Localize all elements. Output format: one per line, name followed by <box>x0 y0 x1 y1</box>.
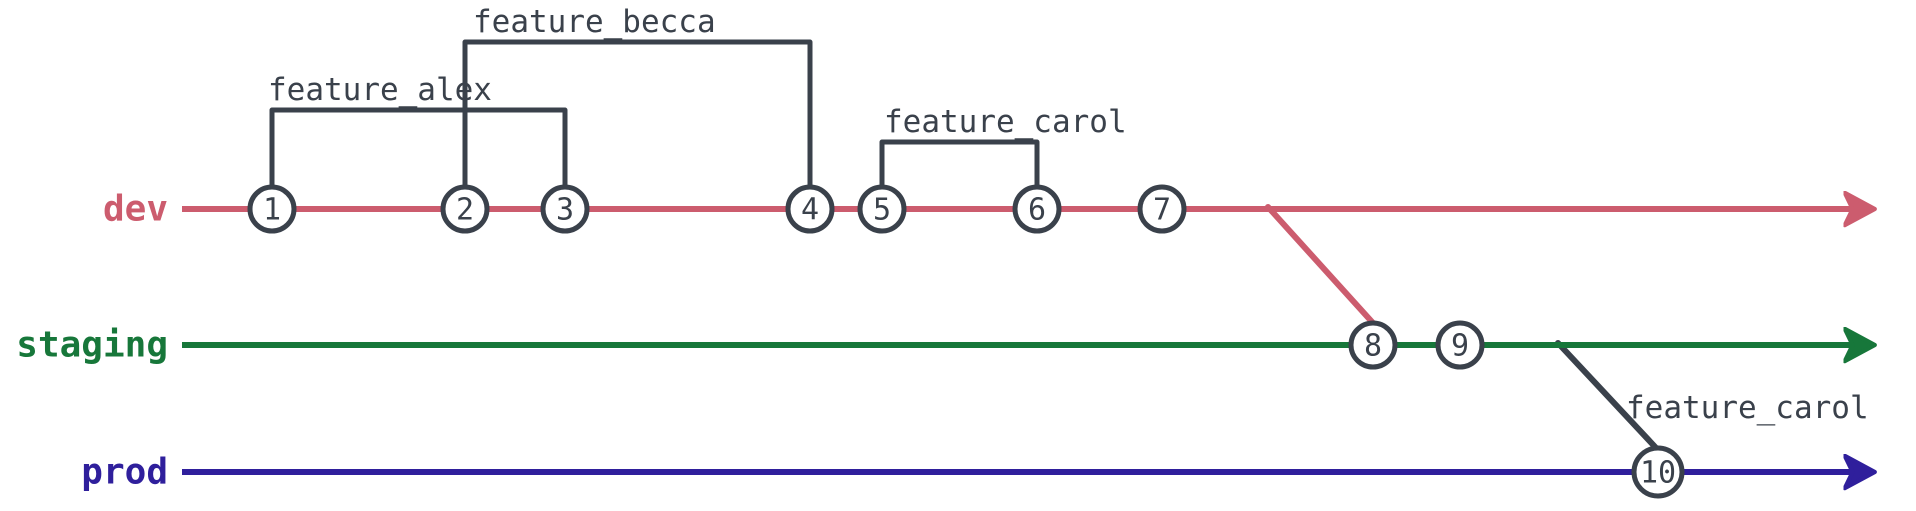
merge-line-staging-to-prod-merge <box>1555 340 1661 453</box>
commit-circle-c5[interactable] <box>857 184 907 234</box>
commit-label-c9: 9 <box>1451 329 1469 364</box>
feature-bracket-feature_becca: feature_becca <box>462 4 813 190</box>
commit-node-c8[interactable]: 8 <box>1348 320 1398 370</box>
commit-label-c3: 3 <box>556 193 574 228</box>
merge-label-staging-to-prod-merge: feature_carol <box>1626 390 1869 426</box>
commit-label-c5: 5 <box>873 193 891 228</box>
feature-bracket-layer: feature_alex feature_becca feature_carol <box>268 4 1127 190</box>
branch-name-prod: prod <box>81 452 168 493</box>
branch-staging[interactable]: staging <box>16 325 1870 366</box>
commit-node-layer: 1 2 3 4 5 6 7 8 9 10 <box>247 184 1685 499</box>
bracket-path-feature_becca <box>462 39 813 190</box>
commit-circle-c6[interactable] <box>1012 184 1062 234</box>
merge-line-dev-to-staging-merge <box>1265 204 1376 326</box>
commit-circle-c1[interactable] <box>247 184 297 234</box>
commit-node-c1[interactable]: 1 <box>247 184 297 234</box>
commit-label-c10: 10 <box>1640 456 1676 491</box>
feature-label-feature_carol_dev: feature_carol <box>884 104 1127 140</box>
commit-circle-c7[interactable] <box>1137 184 1187 234</box>
branch-name-staging: staging <box>16 325 168 366</box>
merge-edge-staging-to-prod-merge: feature_carol <box>1555 340 1869 453</box>
commit-circle-c10[interactable] <box>1631 445 1685 499</box>
bracket-path-feature_alex <box>269 107 568 190</box>
commit-circle-c4[interactable] <box>785 184 835 234</box>
bracket-path-feature_carol_dev <box>879 139 1040 190</box>
commit-circle-c8[interactable] <box>1348 320 1398 370</box>
commit-circle-c3[interactable] <box>540 184 590 234</box>
commit-node-c4[interactable]: 4 <box>785 184 835 234</box>
branch-dev[interactable]: dev <box>103 189 1870 230</box>
commit-label-c7: 7 <box>1153 193 1171 228</box>
feature-label-feature_becca: feature_becca <box>473 4 716 40</box>
branch-name-dev: dev <box>103 189 168 230</box>
commit-node-c2[interactable]: 2 <box>440 184 490 234</box>
commit-circle-c2[interactable] <box>440 184 490 234</box>
feature-bracket-feature_carol_dev: feature_carol <box>879 104 1127 190</box>
commit-node-c5[interactable]: 5 <box>857 184 907 234</box>
commit-label-c6: 6 <box>1028 193 1046 228</box>
commit-node-c3[interactable]: 3 <box>540 184 590 234</box>
commit-label-c4: 4 <box>801 193 819 228</box>
feature-label-feature_alex: feature_alex <box>268 72 492 108</box>
commit-node-c9[interactable]: 9 <box>1435 320 1485 370</box>
branch-line-layer: dev staging prod <box>16 189 1870 493</box>
merge-edge-layer: feature_carol <box>1265 204 1869 453</box>
commit-label-c1: 1 <box>263 193 281 228</box>
commit-node-c10[interactable]: 10 <box>1631 445 1685 499</box>
commit-label-c2: 2 <box>456 193 474 228</box>
merge-edge-dev-to-staging-merge <box>1265 204 1376 326</box>
feature-bracket-feature_alex: feature_alex <box>268 72 568 190</box>
commit-circle-c9[interactable] <box>1435 320 1485 370</box>
commit-node-c7[interactable]: 7 <box>1137 184 1187 234</box>
commit-label-c8: 8 <box>1364 329 1382 364</box>
branch-prod[interactable]: prod <box>81 452 1870 493</box>
commit-node-c6[interactable]: 6 <box>1012 184 1062 234</box>
